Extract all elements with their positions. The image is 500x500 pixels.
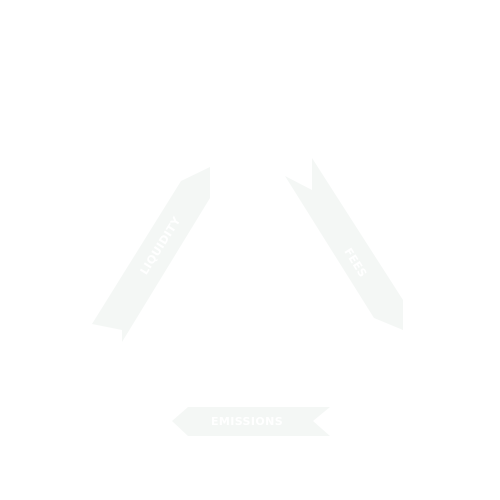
emissions-label: EMISSIONS	[211, 415, 283, 428]
liquidity-ribbon: LIQUIDITY	[92, 167, 210, 342]
emissions-arrow-shape	[172, 407, 330, 436]
fees-arrow-shape	[285, 158, 403, 330]
emissions-ribbon: EMISSIONS	[172, 407, 330, 436]
liquidity-arrow-shape	[92, 167, 210, 342]
fees-ribbon: FEES	[285, 158, 403, 330]
